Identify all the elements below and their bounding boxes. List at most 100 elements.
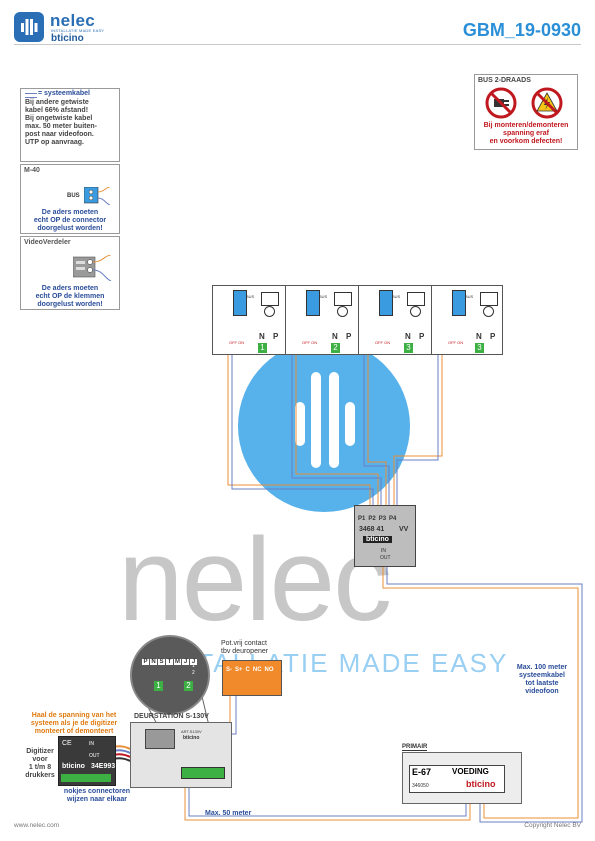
brand-name: nelec <box>50 11 95 30</box>
magnifier-detail: P N S T M J J 1 2 1 2 <box>130 635 210 715</box>
monitor-2: BUS N P OFF ON 2 <box>285 285 359 355</box>
no-voltage-icon <box>531 87 563 124</box>
n-label: N <box>332 332 338 341</box>
magnifier-number-2: 2 <box>184 681 193 691</box>
monitor-1: BUS N P OFF ON 1 <box>212 285 286 355</box>
bus-terminal-icon <box>452 290 466 316</box>
adjust-knob-icon <box>337 306 348 317</box>
address-number: 1 <box>258 343 267 353</box>
header-divider <box>14 44 581 45</box>
screen-icon <box>334 292 352 306</box>
system-cable-label: = systeemkabel <box>38 90 90 97</box>
door-station-brand: bticino <box>183 735 200 741</box>
power-supply-brand: bticino <box>466 779 496 789</box>
digitizer-ce-icon: CE <box>62 740 72 747</box>
p-label: P <box>273 332 279 341</box>
videoverdeler-terminal-icon <box>72 254 113 286</box>
n-label: N <box>476 332 482 341</box>
bus-terminal-icon <box>233 290 247 316</box>
power-supply-code: 346050 <box>412 783 429 789</box>
door-station: ART.S130V bticino <box>130 722 232 788</box>
switch-label: OFF ON <box>229 340 245 345</box>
in-label: IN <box>381 548 386 554</box>
screen-icon <box>407 292 425 306</box>
distributor-brand: bticino <box>363 536 392 543</box>
address-number: 3 <box>404 343 413 353</box>
power-supply-title: VOEDING <box>452 767 489 776</box>
power-supply-front: E-67 VOEDING 346050 bticino <box>409 765 505 793</box>
door-station-title: DEURSTATION S-130V <box>134 713 209 720</box>
magnifier-sub-number-2: 2 <box>192 670 195 676</box>
door-station-model: ART.S130V <box>181 729 202 734</box>
bus-label: BUS <box>319 294 328 299</box>
magnifier-number-1: 1 <box>154 681 163 691</box>
bus-terminal-icon <box>379 290 393 316</box>
videoverdeler-title: VideoVerdeler <box>24 239 71 246</box>
monitor-4: BUS N P OFF ON 3 <box>431 285 503 355</box>
door-station-terminal <box>181 767 225 779</box>
switch-label: OFF ON <box>375 340 391 345</box>
watermark-brand: nelec <box>118 514 392 646</box>
magnifier-labels: P N S T M J J <box>142 659 197 665</box>
m40-connector-icon <box>83 186 111 210</box>
bus-label: BUS <box>465 294 474 299</box>
power-supply: E-67 VOEDING 346050 bticino <box>402 752 522 804</box>
digitizer-model: 34E993 <box>91 763 116 770</box>
p-label: P <box>419 332 425 341</box>
footer-website: www.nelec.com <box>14 822 60 829</box>
power-supply-model: E-67 <box>412 767 432 777</box>
bus-label: BUS <box>246 294 255 299</box>
nelec-logo-icon <box>14 12 44 42</box>
digitizer-terminal <box>61 774 111 782</box>
vv-label: VV <box>399 526 409 533</box>
bus-label: BUS <box>67 193 80 199</box>
out-label: OUT <box>380 555 391 561</box>
switch-label: OFF ON <box>448 340 464 345</box>
footer-copyright: Copyright Nelec BV <box>524 822 581 829</box>
watermark-logo-icon <box>290 362 360 487</box>
switch-label: OFF ON <box>302 340 318 345</box>
digitizer-module: CE IN OUT bticino 34E993 <box>58 736 116 786</box>
screen-icon <box>261 292 279 306</box>
document-code: GBM_19-0930 <box>462 20 581 40</box>
p-label: P <box>490 332 496 341</box>
magnifier-sub-number-1: 1 <box>192 663 195 669</box>
adjust-knob-icon <box>410 306 421 317</box>
screen-icon <box>480 292 498 306</box>
bus-label: BUS <box>392 294 401 299</box>
p-label: P <box>346 332 352 341</box>
primary-label: PRIMAIR <box>402 744 428 751</box>
system-cable-swatch-icon <box>25 93 37 98</box>
n-label: N <box>259 332 265 341</box>
digitizer-in-label: IN <box>89 741 94 747</box>
distributor-model: 3468 41 <box>359 526 385 533</box>
adjust-knob-icon <box>264 306 275 317</box>
brand-sub: bticino <box>51 33 84 44</box>
digitizer-out-label: OUT <box>89 753 100 759</box>
warning-title: BUS 2-DRAADS <box>478 77 531 84</box>
monitor-3: BUS N P OFF ON 3 <box>358 285 432 355</box>
m40-title: M-40 <box>24 167 40 174</box>
address-number: 3 <box>475 343 484 353</box>
monitor-row: BUS N P OFF ON 1 BUS N P OFF ON 2 BUS N … <box>212 285 503 355</box>
adjust-knob-icon <box>483 306 494 317</box>
bus-terminal-icon <box>306 290 320 316</box>
